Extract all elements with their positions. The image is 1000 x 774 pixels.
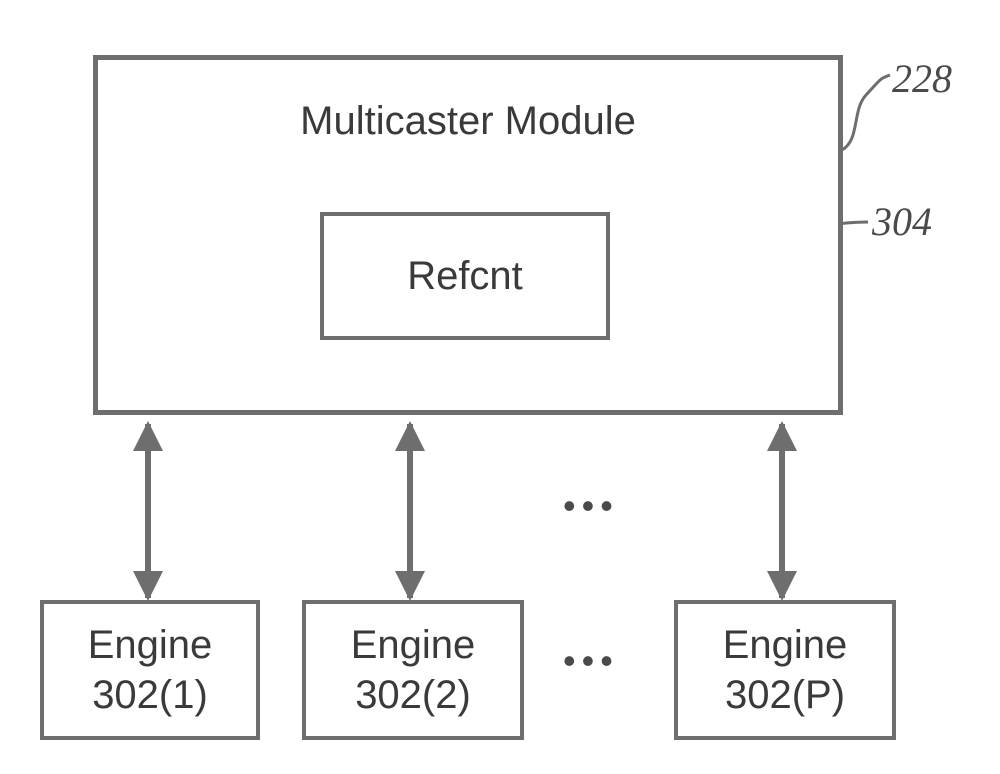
multicaster-module-title: Multicaster Module	[98, 98, 838, 144]
ellipsis-lower: •••	[563, 640, 619, 682]
engine-1-id: 302(1)	[44, 672, 256, 718]
engine-2-name: Engine	[306, 622, 520, 668]
engine-2-id: 302(2)	[306, 672, 520, 718]
leader-line-228	[842, 75, 890, 150]
engine-p-id: 302(P)	[678, 672, 892, 718]
engine-box-p: Engine 302(P)	[674, 600, 896, 740]
refcnt-box: Refcnt	[320, 212, 610, 340]
engine-box-1: Engine 302(1)	[40, 600, 260, 740]
ellipsis-upper: •••	[563, 485, 619, 527]
engine-box-2: Engine 302(2)	[302, 600, 524, 740]
engine-1-name: Engine	[44, 622, 256, 668]
ref-label-304: 304	[872, 198, 932, 245]
engine-p-name: Engine	[678, 622, 892, 668]
ref-label-228: 228	[892, 55, 952, 102]
refcnt-label: Refcnt	[324, 253, 606, 299]
